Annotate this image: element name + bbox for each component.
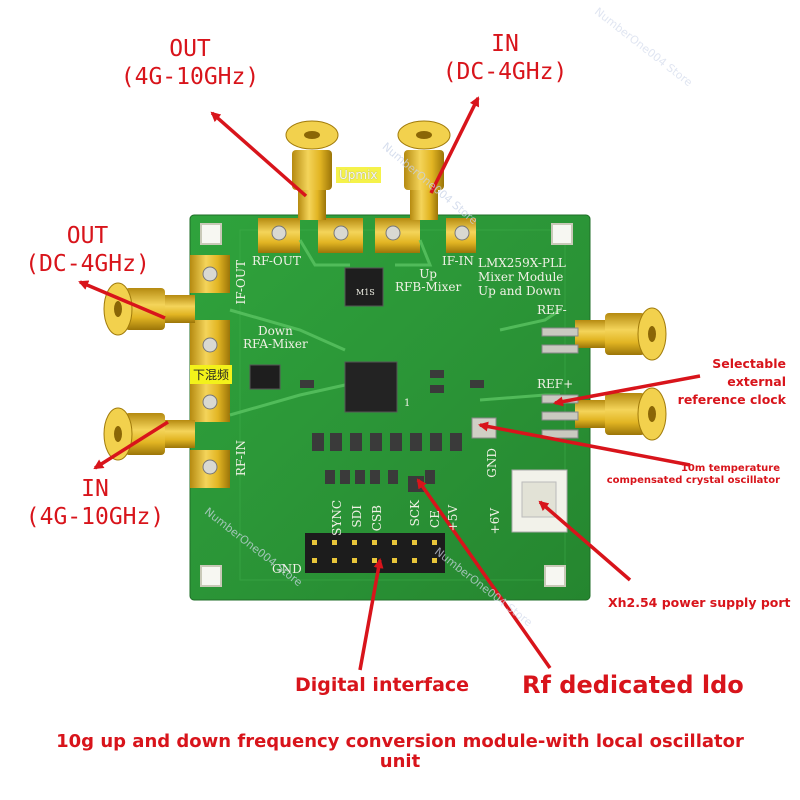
caption: 10g up and down frequency conversion mod… xyxy=(56,731,744,772)
silk-gnd: GND xyxy=(485,448,499,478)
silk-if-in: IF-IN xyxy=(442,254,474,268)
sma-left-top xyxy=(103,282,195,336)
label-out-low: OUT (DC-4GHz) xyxy=(25,223,150,277)
silk-rf-in: RF-IN xyxy=(234,440,248,477)
label-tcxo: 10m temperature compensated crystal osci… xyxy=(606,463,780,486)
silk-pin-sck: SCK xyxy=(408,500,422,527)
down-mixer-chip xyxy=(249,364,281,390)
label-ref-clock: Selectable external reference clock xyxy=(677,356,786,407)
sma-left-bottom xyxy=(103,407,195,461)
pin-header xyxy=(305,533,445,573)
silk-chip-mixer: M1S xyxy=(356,288,375,297)
sma-right-top xyxy=(575,307,667,361)
silk-pin-csb: CSB xyxy=(370,505,384,532)
silk-chip-pll: 1 xyxy=(404,398,411,409)
silk-pin-5v: +5V xyxy=(446,505,460,532)
silk-down-mixer: Down RFA-Mixer xyxy=(243,324,308,351)
label-digital: Digital interface xyxy=(295,674,470,696)
silk-plus6v: +6V xyxy=(488,508,502,535)
label-out-high: OUT (4G-10GHz) xyxy=(120,36,260,90)
mounting-holes xyxy=(200,223,573,587)
sma-right-bottom xyxy=(575,387,667,441)
top-pads xyxy=(258,218,476,253)
label-ldo: Rf dedicated ldo xyxy=(522,671,744,699)
left-pads xyxy=(190,255,230,488)
silk-pin-sync: SYNC xyxy=(330,500,344,536)
silk-ref-minus: REF- xyxy=(537,303,567,317)
silk-up-mixer: Up RFB-Mixer xyxy=(395,267,462,294)
silk-title: LMX259X-PLL Mixer Module Up and Down xyxy=(478,256,566,298)
label-power-port: Xh2.54 power supply port xyxy=(608,595,791,610)
label-in-high: IN (4G-10GHz) xyxy=(25,476,165,530)
silk-if-out: IF-OUT xyxy=(234,260,248,305)
silk-pin-ce: CE xyxy=(428,510,442,528)
silk-pin-gnd: GND xyxy=(272,562,302,576)
pll-chip xyxy=(344,361,398,413)
silk-rf-out: RF-OUT xyxy=(252,254,301,268)
silk-pin-sdi: SDI xyxy=(350,505,364,528)
tag-downmix: 下混频 xyxy=(190,365,233,384)
label-in-low: IN (DC-4GHz) xyxy=(442,31,568,85)
tag-upmix: Upmix xyxy=(336,167,381,183)
silk-ref-plus: REF+ xyxy=(537,377,574,391)
up-mixer-chip xyxy=(344,267,384,307)
sma-top-left xyxy=(285,120,339,220)
